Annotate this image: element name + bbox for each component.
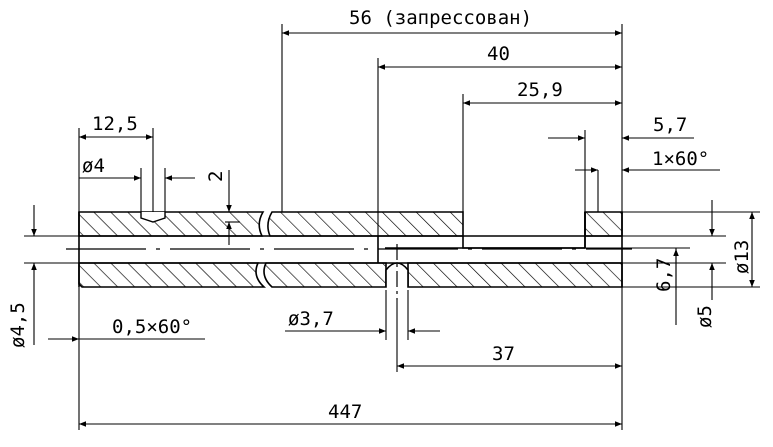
lower-wall-right <box>407 262 623 288</box>
dim-5-7-label: 5,7 <box>653 114 687 136</box>
dim-dia-4-5-label: ø4,5 <box>7 302 29 348</box>
dim-447-label: 447 <box>328 401 362 423</box>
dim-depth-2-label: 2 <box>205 171 227 182</box>
dim-chamfer-left-label: 0,5×60° <box>112 316 192 338</box>
blind-hole <box>140 212 166 223</box>
lower-wall-left <box>78 262 267 288</box>
lower-wall-middle <box>263 262 387 288</box>
dimension-lines <box>31 30 755 427</box>
shaft-section <box>66 211 632 300</box>
upper-wall-left <box>78 211 265 237</box>
upper-wall-thin <box>462 212 586 249</box>
right-collar <box>584 211 623 237</box>
dim-37-label: 37 <box>492 343 515 365</box>
dim-56-label: 56 (запрессован) <box>349 7 532 29</box>
dim-dia-4-label: ø4 <box>82 155 105 177</box>
dim-12-5-label: 12,5 <box>92 113 138 135</box>
upper-wall-middle <box>267 211 464 237</box>
dim-dia-5-label: ø5 <box>694 305 716 328</box>
dim-chamfer-right-label: 1×60° <box>652 148 709 170</box>
dim-40-label: 40 <box>487 43 510 65</box>
dim-6-7-label: 6,7 <box>653 258 675 292</box>
dimension-labels: 56 (запрессован) 40 25,9 5,7 1×60° 12,5 … <box>7 7 753 423</box>
dim-25-9-label: 25,9 <box>517 79 563 101</box>
dim-dia-13-label: ø13 <box>731 240 753 274</box>
dim-dia-3-7-label: ø3,7 <box>288 308 334 330</box>
